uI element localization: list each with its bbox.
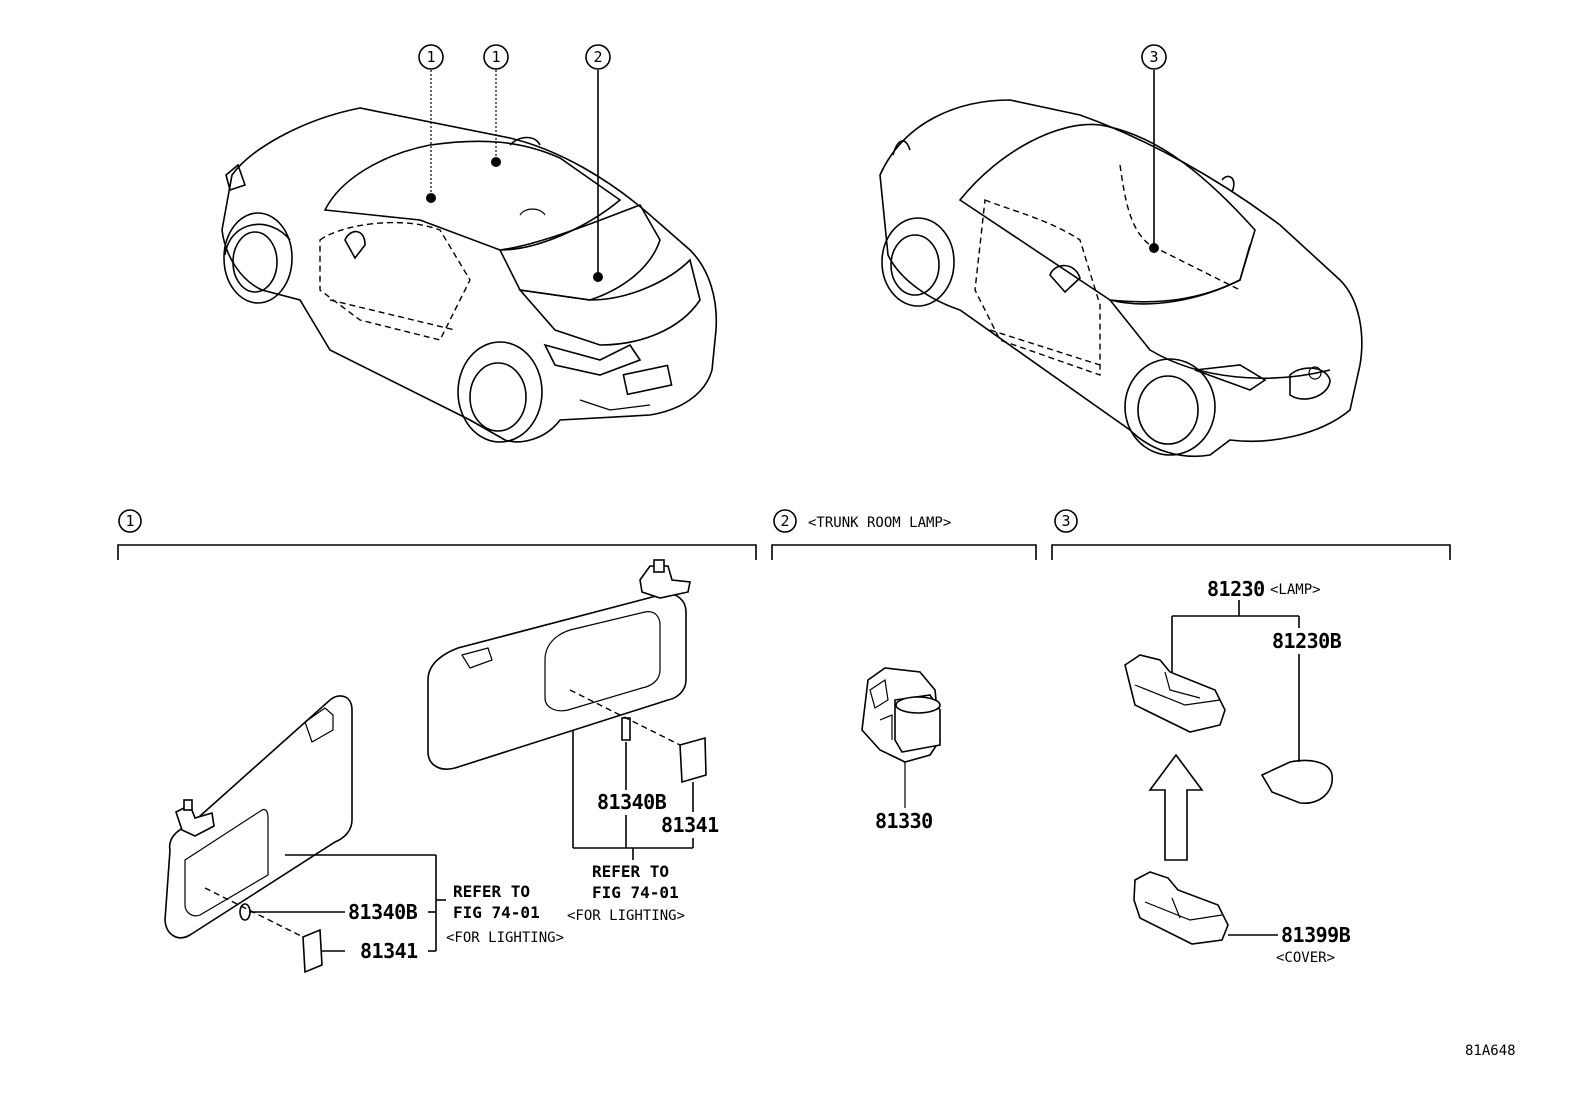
part-81230: 81230 <LAMP>: [1207, 577, 1321, 601]
svg-text:2: 2: [780, 512, 789, 530]
svg-text:81A648: 81A648: [1465, 1043, 1516, 1059]
svg-text:<TRUNK ROOM LAMP>: <TRUNK ROOM LAMP>: [808, 515, 951, 531]
leader-lines-section-3: [1171, 600, 1300, 936]
refer-note-right: REFER TO FIG 74-01 <FOR LIGHTING>: [567, 862, 685, 924]
part-81330: 81330: [875, 809, 933, 833]
part-81340B-right: 81340B: [597, 790, 667, 814]
svg-text:3: 3: [1149, 48, 1158, 66]
up-arrow-icon: [1148, 753, 1204, 861]
leader-lines-section-1-right: [572, 730, 694, 860]
svg-text:1: 1: [125, 512, 134, 530]
part-81341-right: 81341: [661, 813, 720, 837]
svg-text:81399B: 81399B: [1281, 923, 1351, 947]
svg-text:1: 1: [426, 48, 435, 66]
section-3-header: 3: [1051, 509, 1451, 560]
leader-lines-front-view: [1149, 70, 1159, 253]
section-2-header: 2 <TRUNK ROOM LAMP>: [771, 509, 1037, 560]
part-81399B: 81399B <COVER>: [1276, 923, 1351, 966]
car-front-view-illustration: [879, 99, 1363, 458]
interior-lamp-cover-illustration: [1133, 871, 1229, 945]
svg-text:FIG 74-01: FIG 74-01: [453, 903, 540, 922]
leader-lines-rear-view: [426, 70, 603, 282]
sun-visor-right-illustration: [427, 559, 707, 784]
car-rear-view-illustration: [221, 107, 718, 443]
svg-text:2: 2: [593, 48, 602, 66]
svg-text:3: 3: [1061, 512, 1070, 530]
svg-text:81340B: 81340B: [348, 900, 418, 924]
svg-text:1: 1: [491, 48, 500, 66]
svg-text:<LAMP>: <LAMP>: [1270, 582, 1321, 598]
callout-3: 3: [1141, 44, 1167, 70]
svg-text:81340B: 81340B: [597, 790, 667, 814]
callout-1b: 1: [483, 44, 509, 70]
callout-2: 2: [585, 44, 611, 70]
svg-text:REFER TO: REFER TO: [453, 882, 530, 901]
interior-lamp-housing-illustration: [1124, 654, 1226, 733]
svg-text:81330: 81330: [875, 809, 933, 833]
leader-lines-section-1-left: [250, 854, 446, 952]
svg-text:<COVER>: <COVER>: [1276, 950, 1335, 966]
svg-text:81341: 81341: [360, 939, 418, 963]
svg-text:<FOR LIGHTING>: <FOR LIGHTING>: [567, 908, 685, 924]
svg-text:81230: 81230: [1207, 577, 1265, 601]
svg-text:<FOR LIGHTING>: <FOR LIGHTING>: [446, 930, 564, 946]
trunk-room-lamp-illustration: [861, 667, 941, 808]
svg-text:REFER TO: REFER TO: [592, 862, 669, 881]
figure-code: 81A648: [1465, 1043, 1516, 1059]
interior-lamp-bulb-illustration: [1260, 759, 1333, 804]
part-81340B-left: 81340B: [348, 900, 418, 924]
part-81230B: 81230B: [1272, 629, 1342, 653]
part-81341-left: 81341: [360, 939, 419, 963]
refer-note-left: REFER TO FIG 74-01 <FOR LIGHTING>: [446, 882, 564, 946]
svg-text:FIG 74-01: FIG 74-01: [592, 883, 679, 902]
section-1-header: 1: [117, 509, 757, 560]
svg-text:81341: 81341: [661, 813, 719, 837]
callout-1a: 1: [418, 44, 444, 70]
svg-text:81230B: 81230B: [1272, 629, 1342, 653]
sun-visor-left-illustration: [164, 695, 353, 974]
